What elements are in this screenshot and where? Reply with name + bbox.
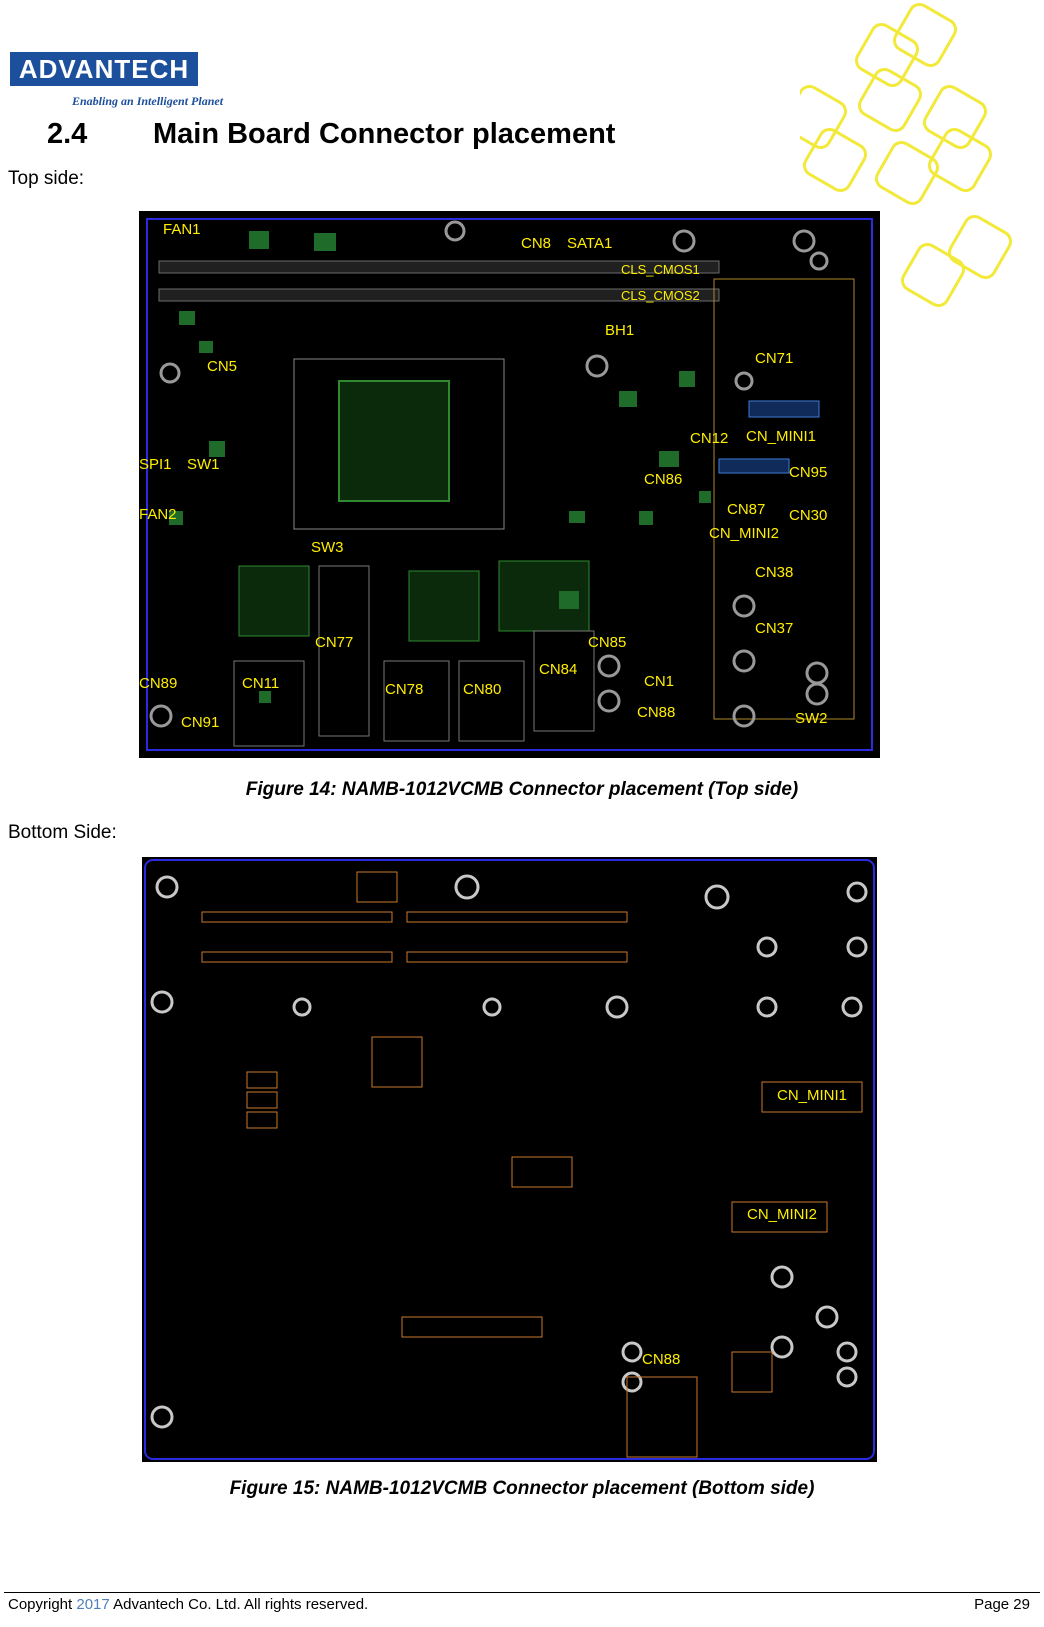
decorative-squares <box>800 3 1012 307</box>
copyright-suffix: Advantech Co. Ltd. All rights reserved. <box>113 1596 369 1613</box>
section-title: Main Board Connector placement <box>153 118 616 150</box>
label-cn88: CN88 <box>637 704 675 721</box>
footer-divider <box>4 1592 1040 1593</box>
label-cn-mini2: CN_MINI2 <box>709 525 779 542</box>
bottom-label-cn88: CN88 <box>642 1351 680 1368</box>
label-cn12: CN12 <box>690 430 728 447</box>
label-cls-cmos2: CLS_CMOS2 <box>621 288 700 303</box>
label-spi1: SPI1 <box>139 456 172 473</box>
label-cn37: CN37 <box>755 620 793 637</box>
section-number: 2.4 <box>47 118 88 150</box>
bottom-label-cn-mini2: CN_MINI2 <box>747 1206 817 1223</box>
label-cls-cmos1: CLS_CMOS1 <box>621 262 700 277</box>
advantech-logo: ADVANTECH <box>10 52 198 86</box>
label-cn85: CN85 <box>588 634 626 651</box>
figure-15-caption: Figure 15: NAMB-1012VCMB Connector place… <box>229 1478 815 1499</box>
label-sw1: SW1 <box>187 456 220 473</box>
bottom-board-image: CN_MINI1 CN_MINI2 CN88 <box>142 857 877 1462</box>
label-cn78: CN78 <box>385 681 423 698</box>
label-cn71: CN71 <box>755 350 793 367</box>
label-bh1: BH1 <box>605 322 634 339</box>
label-sw2: SW2 <box>795 710 828 727</box>
label-cn86: CN86 <box>644 471 682 488</box>
label-cn89: CN89 <box>139 675 177 692</box>
bottom-label-cn-mini1: CN_MINI1 <box>777 1087 847 1104</box>
label-fan1: FAN1 <box>163 221 201 238</box>
label-cn95: CN95 <box>789 464 827 481</box>
label-cn30: CN30 <box>789 507 827 524</box>
label-cn1: CN1 <box>644 673 674 690</box>
label-cn91: CN91 <box>181 714 219 731</box>
label-cn11: CN11 <box>242 675 279 692</box>
label-cn87: CN87 <box>727 501 765 518</box>
label-cn77: CN77 <box>315 634 353 651</box>
page-number: Page 29 <box>974 1596 1030 1613</box>
footer-copyright: Copyright 2017 Advantech Co. Ltd. All ri… <box>8 1596 368 1613</box>
label-cn84: CN84 <box>539 661 577 678</box>
label-cn8: CN8 <box>521 235 551 252</box>
label-cn-mini1: CN_MINI1 <box>746 428 816 445</box>
section-heading: 2.4 Main Board Connector placement <box>47 118 615 151</box>
label-sata1: SATA1 <box>567 235 612 252</box>
logo-text: ADVANTECH <box>18 54 190 84</box>
logo-tagline: Enabling an Intelligent Planet <box>72 94 224 108</box>
top-board-image: FAN1 CN8 SATA1 CLS_CMOS1 CLS_CMOS2 BH1 C… <box>139 211 880 758</box>
label-cn80: CN80 <box>463 681 501 698</box>
label-fan2: FAN2 <box>139 506 177 523</box>
label-cn38: CN38 <box>755 564 793 581</box>
bottom-side-label: Bottom Side: <box>8 822 117 843</box>
copyright-prefix: Copyright <box>8 1596 73 1613</box>
figure-14-caption: Figure 14: NAMB-1012VCMB Connector place… <box>245 779 799 800</box>
copyright-year: 2017 <box>76 1596 110 1613</box>
label-cn5: CN5 <box>207 358 237 375</box>
top-side-label: Top side: <box>8 168 85 189</box>
label-sw3: SW3 <box>311 539 344 556</box>
